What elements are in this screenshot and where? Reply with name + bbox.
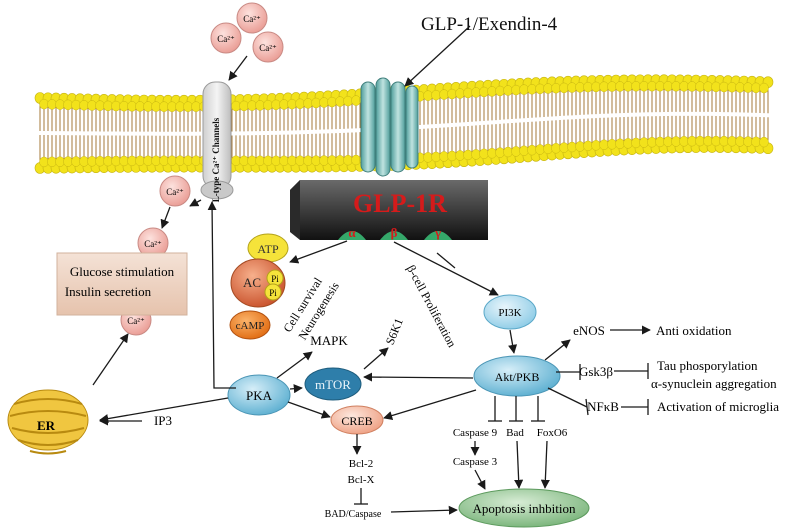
s6k1-label: S6K1 [383, 316, 406, 347]
akt-node [473, 355, 561, 397]
er-organelle: ER [7, 389, 89, 455]
microglia-label: Activation of microglia [657, 399, 779, 414]
ca-ion: Ca²⁺ [137, 227, 169, 259]
apoptosis-node [458, 488, 590, 528]
caspase9-label: Caspase 9 [453, 427, 498, 439]
subunit-beta: β [391, 225, 398, 240]
subunit-gamma: γ [434, 225, 441, 240]
svg-text:Pi: Pi [271, 274, 279, 284]
subunit-alpha: α [348, 225, 356, 240]
ligand-label: GLP-1/Exendin-4 [421, 14, 558, 35]
creb-label: CREB [341, 414, 372, 428]
synuclein-label: α-synuclein aggregation [651, 376, 777, 391]
receptor-label: GLP-1R [353, 189, 447, 218]
glp1r-transmembrane-helices [360, 77, 419, 177]
glucose-insulin-box: Glucose stimulation Insulin secretion [56, 252, 188, 316]
tau-label: Tau phosporylation [657, 358, 758, 373]
ip3-label: IP3 [154, 413, 172, 428]
svg-text:ATP: ATP [257, 242, 279, 256]
bad-label: Bad [506, 427, 524, 439]
nfkb-label: NFκB [587, 399, 619, 414]
er-label: ER [37, 418, 56, 433]
svg-text:Pi: Pi [269, 288, 277, 298]
svg-text:Ca²⁺: Ca²⁺ [127, 316, 145, 326]
mtor-node [304, 367, 362, 401]
camp-node [229, 310, 271, 340]
pka-node [227, 374, 291, 416]
insulin-label: Insulin secretion [65, 284, 152, 299]
anti-oxidation-label: Anti oxidation [656, 323, 732, 338]
svg-text:AC: AC [243, 275, 261, 290]
akt-label: Akt/PKB [495, 370, 540, 384]
pi-node [264, 283, 282, 301]
caspase3-label: Caspase 3 [453, 456, 498, 468]
pi3k-node [483, 294, 537, 330]
ca-ion: Ca²⁺ [236, 2, 268, 34]
bcl2-label: Bcl-2 [349, 458, 373, 470]
ca-ion: Ca²⁺ [159, 175, 191, 207]
mapk-label: MAPK [310, 333, 348, 348]
svg-text:cAMP: cAMP [236, 320, 265, 332]
channel-label: L-type Ca²⁺ Channels [211, 117, 221, 202]
bad-caspase-label: BAD/Caspase [325, 509, 382, 520]
glp1r-receptor: GLP-1R α β γ [290, 180, 488, 240]
svg-text:Ca²⁺: Ca²⁺ [217, 34, 235, 44]
svg-text:Ca²⁺: Ca²⁺ [144, 239, 162, 249]
svg-text:Ca²⁺: Ca²⁺ [243, 14, 261, 24]
b-cell-proliferation-label: β-cell Proliferation [404, 263, 459, 350]
l-type-ca-channel: L-type Ca²⁺ Channels [200, 81, 234, 202]
ca-ion: Ca²⁺ [252, 31, 284, 63]
mtor-label: mTOR [315, 377, 351, 392]
bclx-label: Bcl-X [348, 474, 375, 486]
enos-label: eNOS [573, 323, 605, 338]
inhibition-lines [354, 252, 649, 505]
pka-label: PKA [246, 388, 273, 403]
apoptosis-label: Apoptosis inhbition [473, 501, 576, 516]
ca-ion: Ca²⁺ [210, 22, 242, 54]
pi3k-label: PI3K [498, 307, 521, 319]
gsk3b-label: Gsk3β [579, 364, 613, 379]
activation-arrows [92, 25, 651, 515]
foxo6-label: FoxO6 [537, 427, 568, 439]
glucose-label: Glucose stimulation [70, 264, 175, 279]
ac-atp-cluster: ATP AC Pi Pi cAMP [229, 233, 289, 340]
svg-text:Ca²⁺: Ca²⁺ [259, 43, 277, 53]
svg-text:Ca²⁺: Ca²⁺ [166, 187, 184, 197]
